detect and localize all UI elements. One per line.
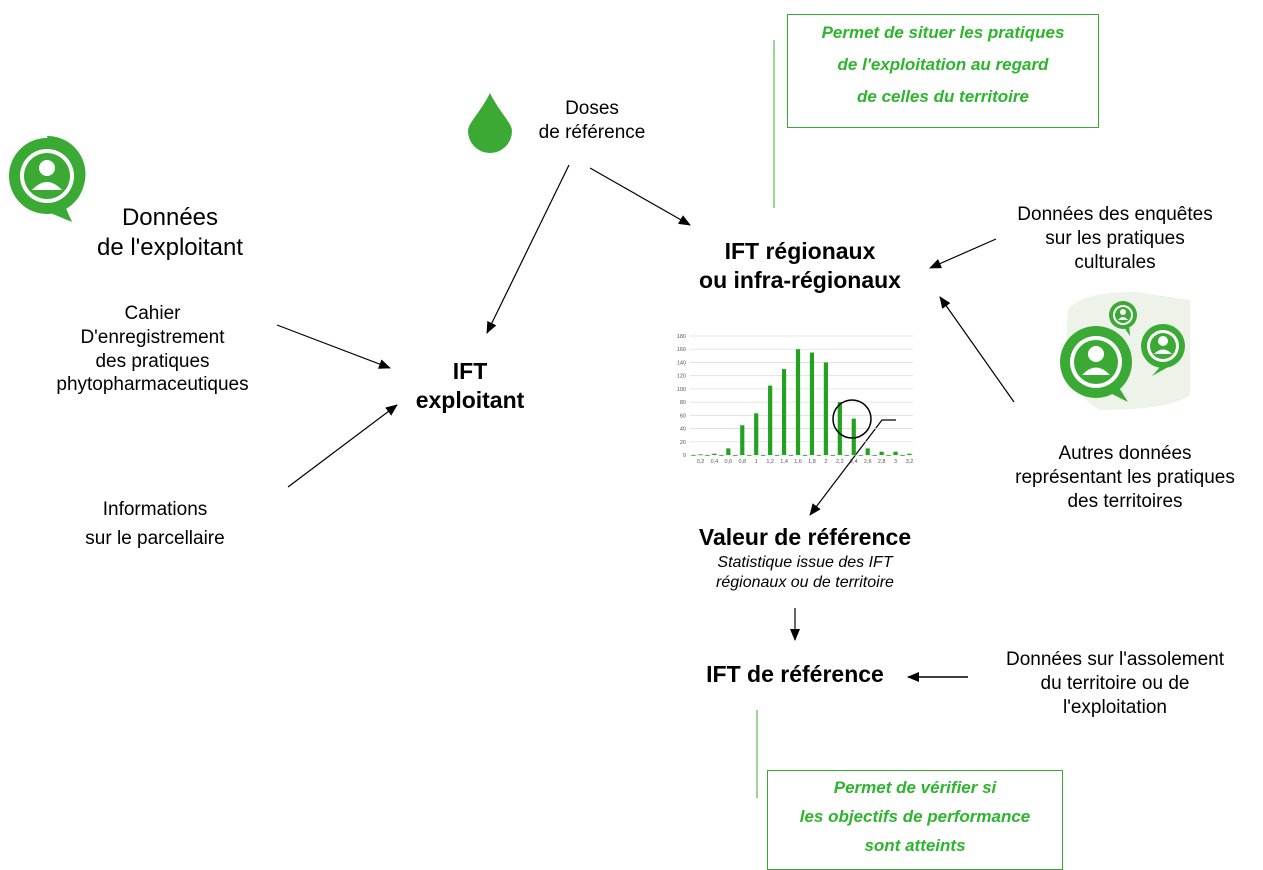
arrow-doses-to-ift-exploitant [486,164,570,334]
arrow-histogram-to-valeur [809,419,896,516]
arrow-doses-to-ift-regionaux [589,167,691,226]
enquetes-label: Données des enquêtes sur les pratiques c… [1017,204,1213,273]
arrow-informations-to-ift-exploitant [287,404,398,488]
cahier-label: Cahier D'enregistrement des pratiques ph… [56,303,249,396]
informations-label: Informations sur le parcellaire [85,499,225,550]
ift-reference-label: IFT de référence [706,661,884,687]
valeur-reference-title: Valeur de référence [698,524,912,550]
note-situer: Permet de situer les pratiques de l'expl… [787,14,1099,128]
arrow-enquetes-to-ift-regionaux [929,238,997,269]
note-verifier: Permet de vérifier si les objectifs de p… [767,770,1063,870]
donnees-exploitant-label: Données de l'exploitant [96,204,243,261]
valeur-reference-subtitle: Statistique issue des IFT régionaux ou d… [716,554,894,591]
assolement-label: Données sur l'assolement du territoire o… [1005,649,1225,718]
arrow-autres-to-ift-regionaux [939,296,1015,403]
ift-exploitant-label: IFT exploitant [415,358,525,413]
autres-label: Autres données représentant les pratique… [1015,443,1235,512]
arrow-cahier-to-ift-exploitant [276,324,391,369]
doses-reference-label: Doses de référence [538,98,646,143]
ift-regionaux-label: IFT régionaux ou infra-régionaux [699,238,901,293]
